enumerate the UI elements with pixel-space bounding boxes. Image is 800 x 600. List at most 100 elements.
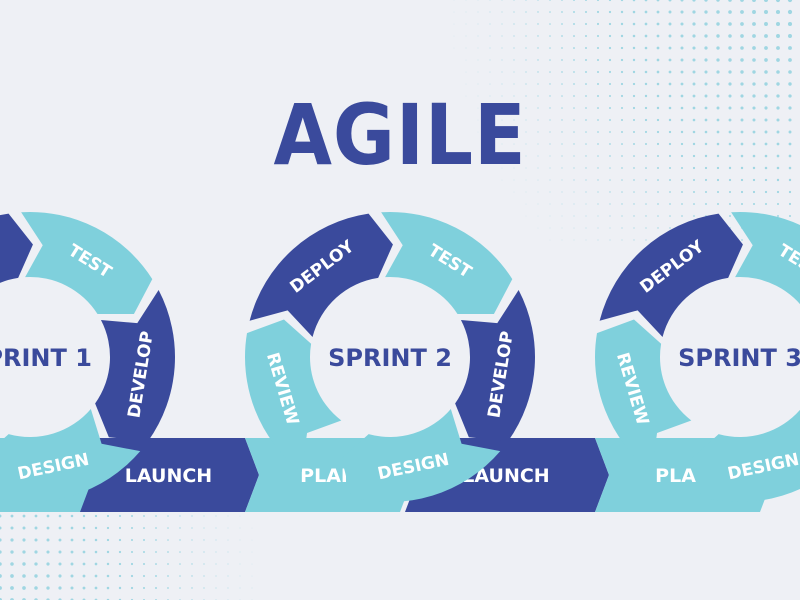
- dot: [752, 34, 756, 38]
- sprint-label: SPRINT 2: [328, 344, 452, 372]
- dot: [22, 514, 26, 518]
- dot: [94, 586, 98, 590]
- dot: [597, 95, 599, 97]
- dot: [537, 131, 539, 133]
- dot: [764, 202, 768, 206]
- dot: [22, 550, 26, 554]
- dot: [680, 142, 684, 146]
- dot: [155, 563, 157, 565]
- dot: [537, 83, 539, 85]
- dot: [597, 119, 599, 121]
- dot: [203, 575, 205, 577]
- dot: [644, 106, 648, 110]
- dot: [656, 154, 660, 158]
- dot: [573, 23, 575, 25]
- dot: [118, 574, 122, 578]
- dot: [597, 167, 599, 169]
- dot: [728, 0, 732, 2]
- dot: [203, 587, 205, 589]
- dot: [537, 23, 539, 25]
- dot: [609, 167, 611, 169]
- dot: [776, 154, 780, 158]
- dot: [585, 59, 587, 61]
- dot: [227, 587, 229, 589]
- dot: [561, 47, 563, 49]
- dot: [668, 46, 672, 50]
- dot: [561, 95, 563, 97]
- dot: [680, 70, 684, 74]
- dot: [513, 95, 515, 97]
- dot: [573, 95, 575, 97]
- dot: [34, 538, 38, 542]
- dot: [191, 587, 193, 589]
- dot: [740, 58, 744, 62]
- dot: [764, 142, 768, 146]
- cycle-step: [381, 212, 513, 315]
- dot: [740, 46, 744, 50]
- dot: [525, 143, 527, 145]
- dot: [716, 34, 720, 38]
- dot: [561, 215, 563, 217]
- dot: [203, 563, 205, 565]
- dot: [130, 550, 134, 554]
- dot: [585, 95, 587, 97]
- dot: [537, 107, 539, 109]
- dot: [668, 94, 672, 98]
- dot: [549, 191, 551, 193]
- dot: [704, 10, 708, 14]
- dot: [740, 82, 744, 86]
- dot: [131, 515, 133, 517]
- dot: [728, 190, 732, 194]
- dot: [573, 143, 575, 145]
- dot: [645, 215, 647, 217]
- dot: [489, 23, 491, 25]
- dot: [513, 131, 515, 133]
- dot: [692, 166, 696, 170]
- dot: [215, 575, 217, 577]
- dot: [489, 131, 491, 133]
- dot: [716, 22, 720, 26]
- dot: [644, 58, 648, 62]
- dot: [501, 71, 503, 73]
- dot: [633, 227, 635, 229]
- sprint-label: SPRINT 1: [0, 344, 92, 372]
- cycle-step: [0, 213, 33, 283]
- dot: [620, 58, 624, 62]
- dot: [118, 562, 122, 566]
- dot: [585, 119, 587, 121]
- dot: [752, 142, 756, 146]
- dot: [633, 155, 635, 157]
- dot: [788, 58, 792, 62]
- dot: [681, 215, 683, 217]
- dot: [609, 119, 611, 121]
- dot: [788, 142, 792, 146]
- dot: [561, 11, 563, 13]
- dot: [692, 178, 696, 182]
- dot: [609, 131, 611, 133]
- dot: [513, 143, 515, 145]
- dot: [763, 0, 769, 3]
- dot: [716, 130, 720, 134]
- dot: [716, 118, 720, 122]
- dot: [106, 550, 110, 554]
- dot: [620, 46, 624, 50]
- dot: [584, 0, 588, 2]
- dot: [788, 82, 792, 86]
- dot: [728, 82, 732, 86]
- dot: [668, 82, 672, 86]
- dot: [705, 203, 707, 205]
- dot: [788, 190, 792, 194]
- cycle-step: [21, 212, 153, 315]
- dot: [525, 83, 527, 85]
- dot: [740, 22, 744, 26]
- dot: [191, 539, 193, 541]
- dot: [788, 130, 792, 134]
- dot: [704, 58, 708, 62]
- dot: [573, 239, 575, 241]
- dot: [561, 59, 563, 61]
- dot: [740, 34, 744, 38]
- dot: [597, 131, 599, 133]
- dot: [777, 215, 779, 217]
- dot: [716, 106, 720, 110]
- dot: [680, 118, 684, 122]
